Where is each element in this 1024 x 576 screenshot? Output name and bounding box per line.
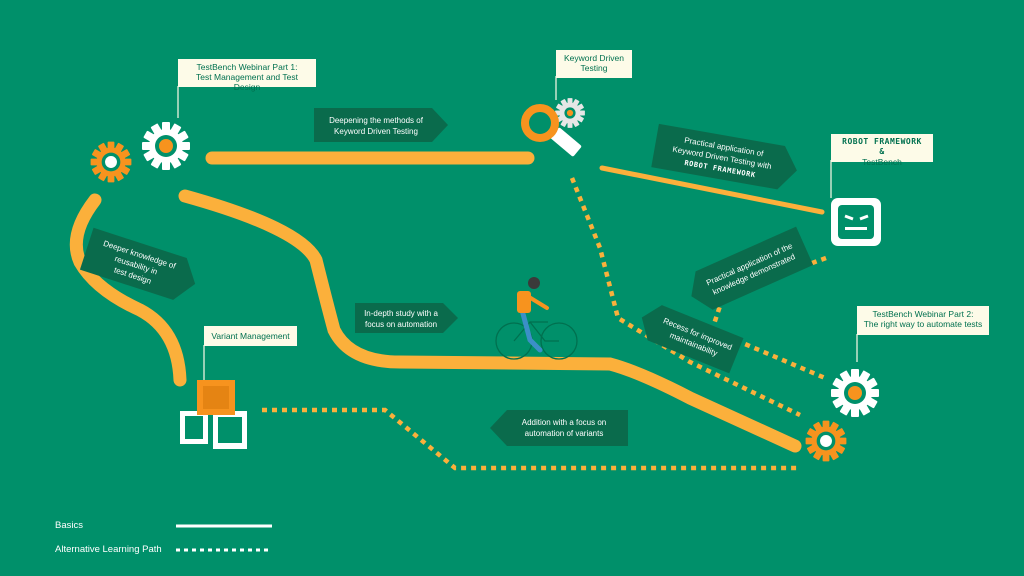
- arrow-indepth-line2: focus on automation: [365, 320, 437, 329]
- basics-path: [69, 151, 802, 453]
- basics-path-segment-3: [69, 193, 187, 387]
- milestone-webinar1-line2: Test Management and Test Design: [196, 72, 298, 92]
- arrow-addition-line2: automation of variants: [525, 429, 604, 438]
- arrow-indepth-line1: In-depth study with a: [364, 309, 438, 318]
- milestone-flag-variant: Variant Management: [204, 326, 297, 346]
- milestone-flag-webinar1: TestBench Webinar Part 1: Test Managemen…: [178, 59, 316, 92]
- gear-icon: [555, 98, 585, 128]
- flag-poles: [177, 76, 858, 380]
- cyclist-icon: [495, 277, 578, 360]
- gear-icon: [142, 122, 190, 170]
- basics-path-segment-robot: [599, 165, 825, 215]
- gear-icon: [90, 141, 132, 183]
- milestone-flag-robot: ROBOT FRAMEWORK & TestBench: [831, 134, 933, 167]
- arrow-addition-line1: Addition with a focus on: [522, 418, 607, 427]
- arrow-deepening-line1: Deepening the methods of: [329, 116, 424, 125]
- gear-icon: [805, 420, 847, 462]
- milestone-robot-line2: TestBench: [862, 157, 902, 167]
- arrow-practical-knowledge: Practical application of the knowledge d…: [691, 226, 814, 310]
- milestone-flag-webinar2: TestBench Webinar Part 2: The right way …: [857, 306, 989, 335]
- gear-icon: [831, 369, 879, 417]
- robot-icon: [831, 198, 881, 246]
- milestone-webinar1-line1: TestBench Webinar Part 1:: [196, 62, 298, 72]
- arrow-deepening: Deepening the methods of Keyword Driven …: [314, 108, 448, 142]
- arrow-indepth: In-depth study with a focus on automatio…: [355, 303, 458, 333]
- arrow-recess: Recess for improved maintainability: [641, 305, 744, 374]
- alternative-path-segment-3: [262, 407, 800, 471]
- arrow-deepening-line2: Keyword Driven Testing: [334, 127, 418, 136]
- milestone-robot-line1: ROBOT FRAMEWORK &: [842, 137, 922, 156]
- milestone-keyword-line2: Testing: [580, 63, 608, 73]
- legend-basics-label: Basics: [55, 520, 83, 531]
- magnifier-icon: [521, 104, 582, 157]
- milestone-webinar2-line1: TestBench Webinar Part 2:: [872, 309, 974, 319]
- milestone-variant-line1: Variant Management: [211, 331, 290, 341]
- milestone-flag-keyword: Keyword Driven Testing: [556, 50, 632, 78]
- legend-alternative-label: Alternative Learning Path: [55, 544, 162, 555]
- arrow-practical-kdt: Practical application of Keyword Driven …: [651, 123, 797, 190]
- arrow-addition: Addition with a focus on automation of v…: [490, 410, 628, 446]
- alternative-path-segment-1: [569, 177, 801, 418]
- milestone-webinar2-line2: The right way to automate tests: [863, 319, 983, 329]
- cube-icon: [180, 380, 247, 449]
- milestone-keyword-line1: Keyword Driven: [564, 53, 624, 63]
- arrow-deeper: Deeper knowledge of reusability in test …: [79, 227, 196, 300]
- basics-path-segment-2: [178, 189, 802, 453]
